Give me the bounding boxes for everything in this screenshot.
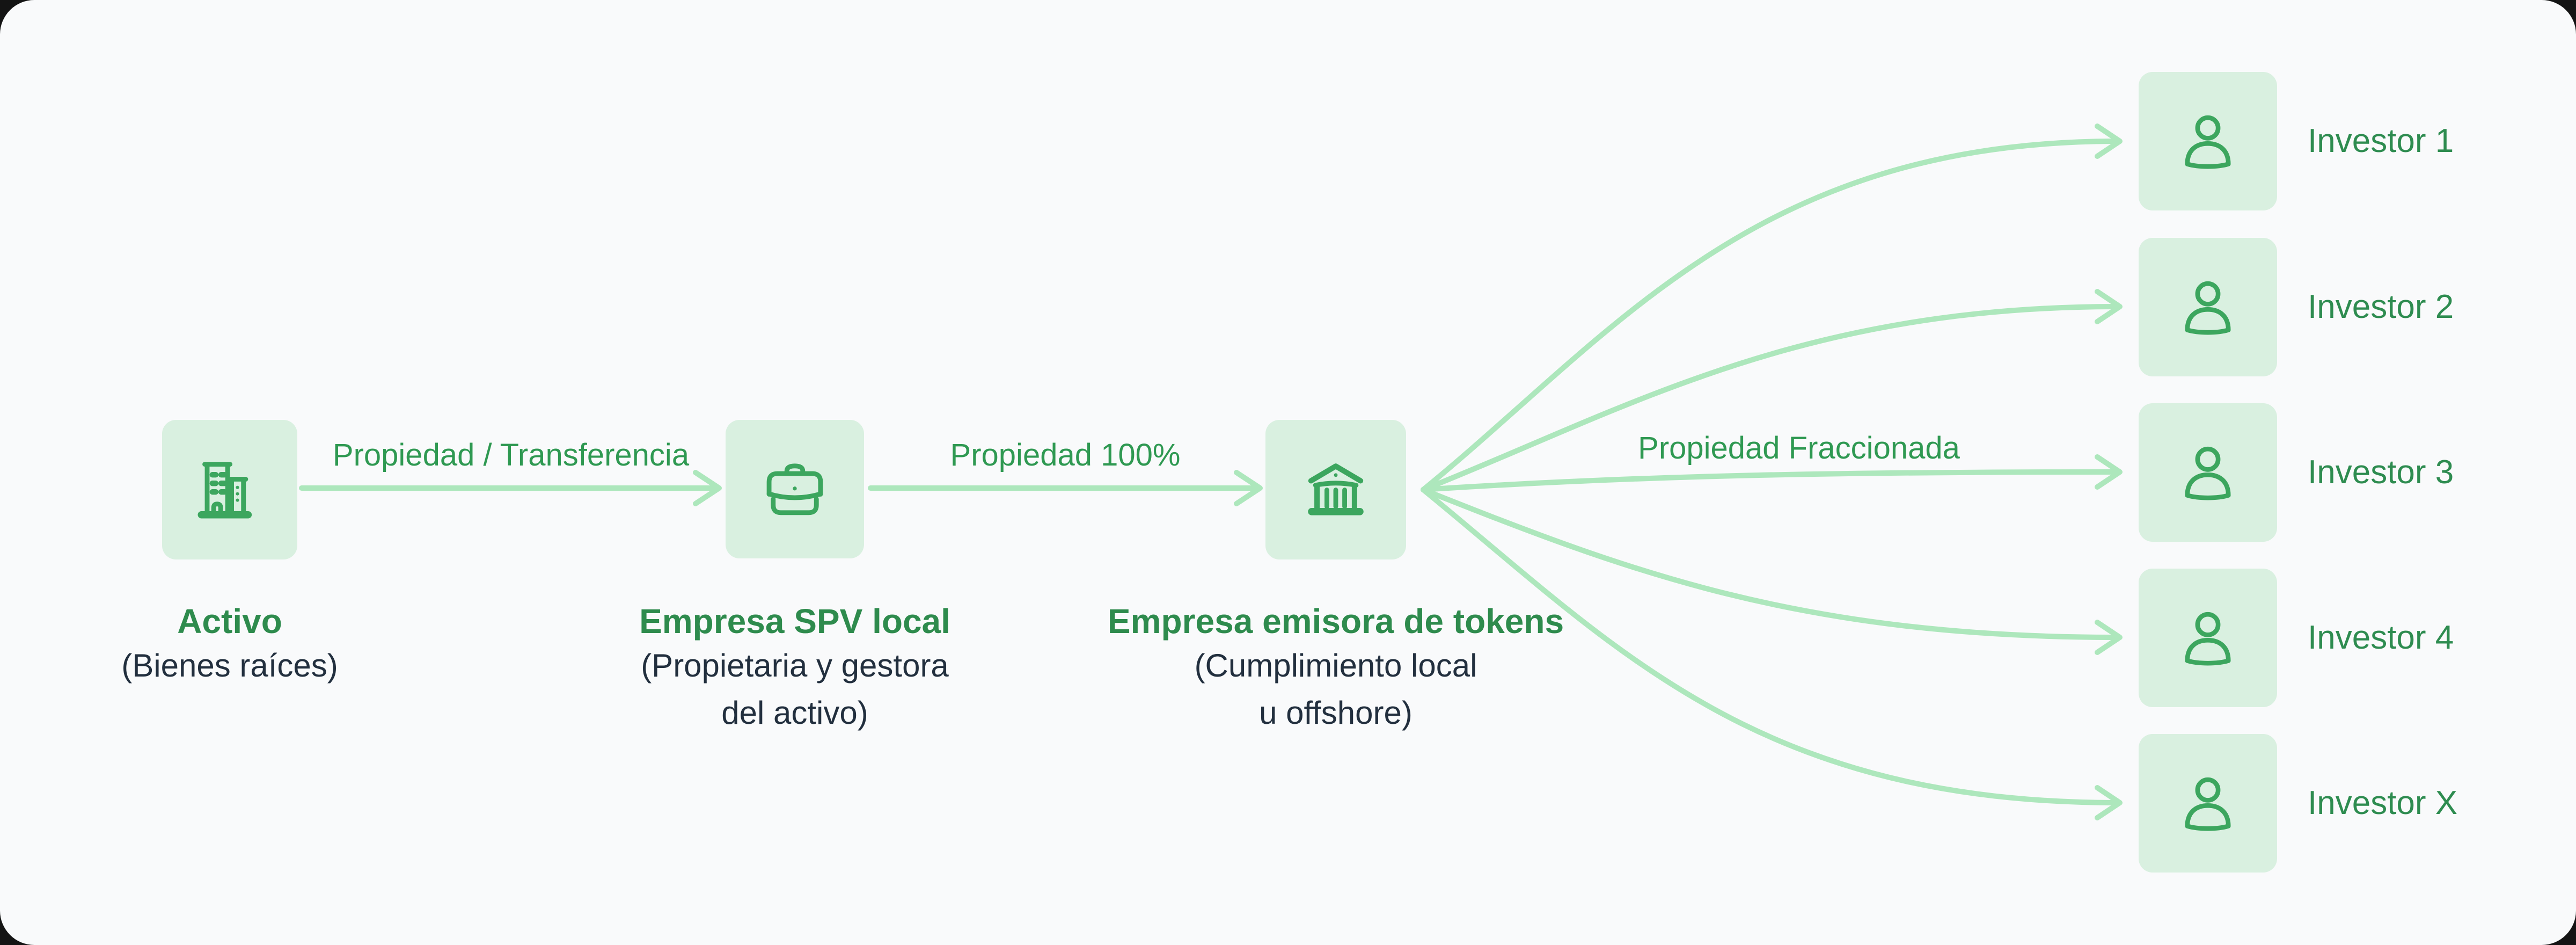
- arrow-to-investor-2: [1421, 304, 2120, 492]
- arrowhead-to-investor-3: [2095, 454, 2123, 490]
- node-emisora-caption: Empresa emisora de tokens (Cumplimiento …: [1094, 600, 1577, 737]
- node-investor-1: [2139, 72, 2277, 210]
- investor-2-label: Investor 2: [2308, 288, 2454, 325]
- node-spv: [726, 420, 864, 558]
- arrow-to-investor-1: [1421, 139, 2120, 492]
- arrow-to-investor-5: [1421, 487, 2120, 805]
- building-icon: [197, 462, 252, 519]
- node-spv-subtitle-line-2: del activo): [721, 695, 868, 731]
- node-spv-subtitle-line-1: (Propietaria y gestora: [641, 648, 949, 684]
- briefcase-icon: [766, 463, 823, 515]
- edge-label-activo-to-spv: Propiedad / Transferencia: [332, 438, 690, 473]
- person-icon: [2185, 612, 2231, 666]
- arrowhead-to-investor-1: [2095, 123, 2123, 159]
- person-icon: [2185, 446, 2231, 500]
- bank-icon: [1308, 463, 1364, 515]
- node-emisora: [1265, 420, 1406, 559]
- node-emisora-subtitle-line-2: u offshore): [1259, 695, 1413, 731]
- node-activo-subtitle: (Bienes raíces): [121, 648, 338, 684]
- arrowhead-spv-to-emisora: [1234, 470, 1263, 506]
- node-spv-title: Empresa SPV local: [639, 602, 950, 641]
- node-activo-title: Activo: [177, 602, 282, 641]
- investor-x-label: Investor X: [2308, 784, 2458, 822]
- investor-4-label: Investor 4: [2308, 619, 2454, 656]
- node-investor-4: [2139, 569, 2277, 707]
- node-spv-caption: Empresa SPV local (Propietaria y gestora…: [580, 600, 1009, 737]
- node-investor-3: [2139, 403, 2277, 542]
- person-icon: [2185, 115, 2231, 169]
- node-investor-2: [2139, 238, 2277, 376]
- person-icon: [2185, 281, 2231, 335]
- edge-label-spv-to-emisora: Propiedad 100%: [950, 438, 1181, 473]
- node-activo: [162, 420, 297, 559]
- node-investor-x: [2139, 734, 2277, 873]
- investor-3-label: Investor 3: [2308, 454, 2454, 491]
- arrowhead-to-investor-5: [2095, 785, 2123, 820]
- edge-label-emisora-to-investors: Propiedad Fraccionada: [1638, 431, 1960, 466]
- investor-1-label: Investor 1: [2308, 122, 2454, 159]
- arrowhead-activo-to-spv: [693, 470, 722, 506]
- node-emisora-subtitle-line-1: (Cumplimiento local: [1194, 648, 1477, 684]
- arrow-to-investor-4: [1421, 487, 2120, 640]
- node-emisora-title: Empresa emisora de tokens: [1107, 602, 1564, 641]
- arrowhead-to-investor-4: [2095, 620, 2123, 655]
- node-activo-caption: Activo (Bienes raíces): [15, 600, 444, 689]
- arrow-to-investor-3: [1421, 469, 2120, 492]
- person-icon: [2185, 777, 2231, 831]
- arrowhead-to-investor-2: [2095, 289, 2123, 324]
